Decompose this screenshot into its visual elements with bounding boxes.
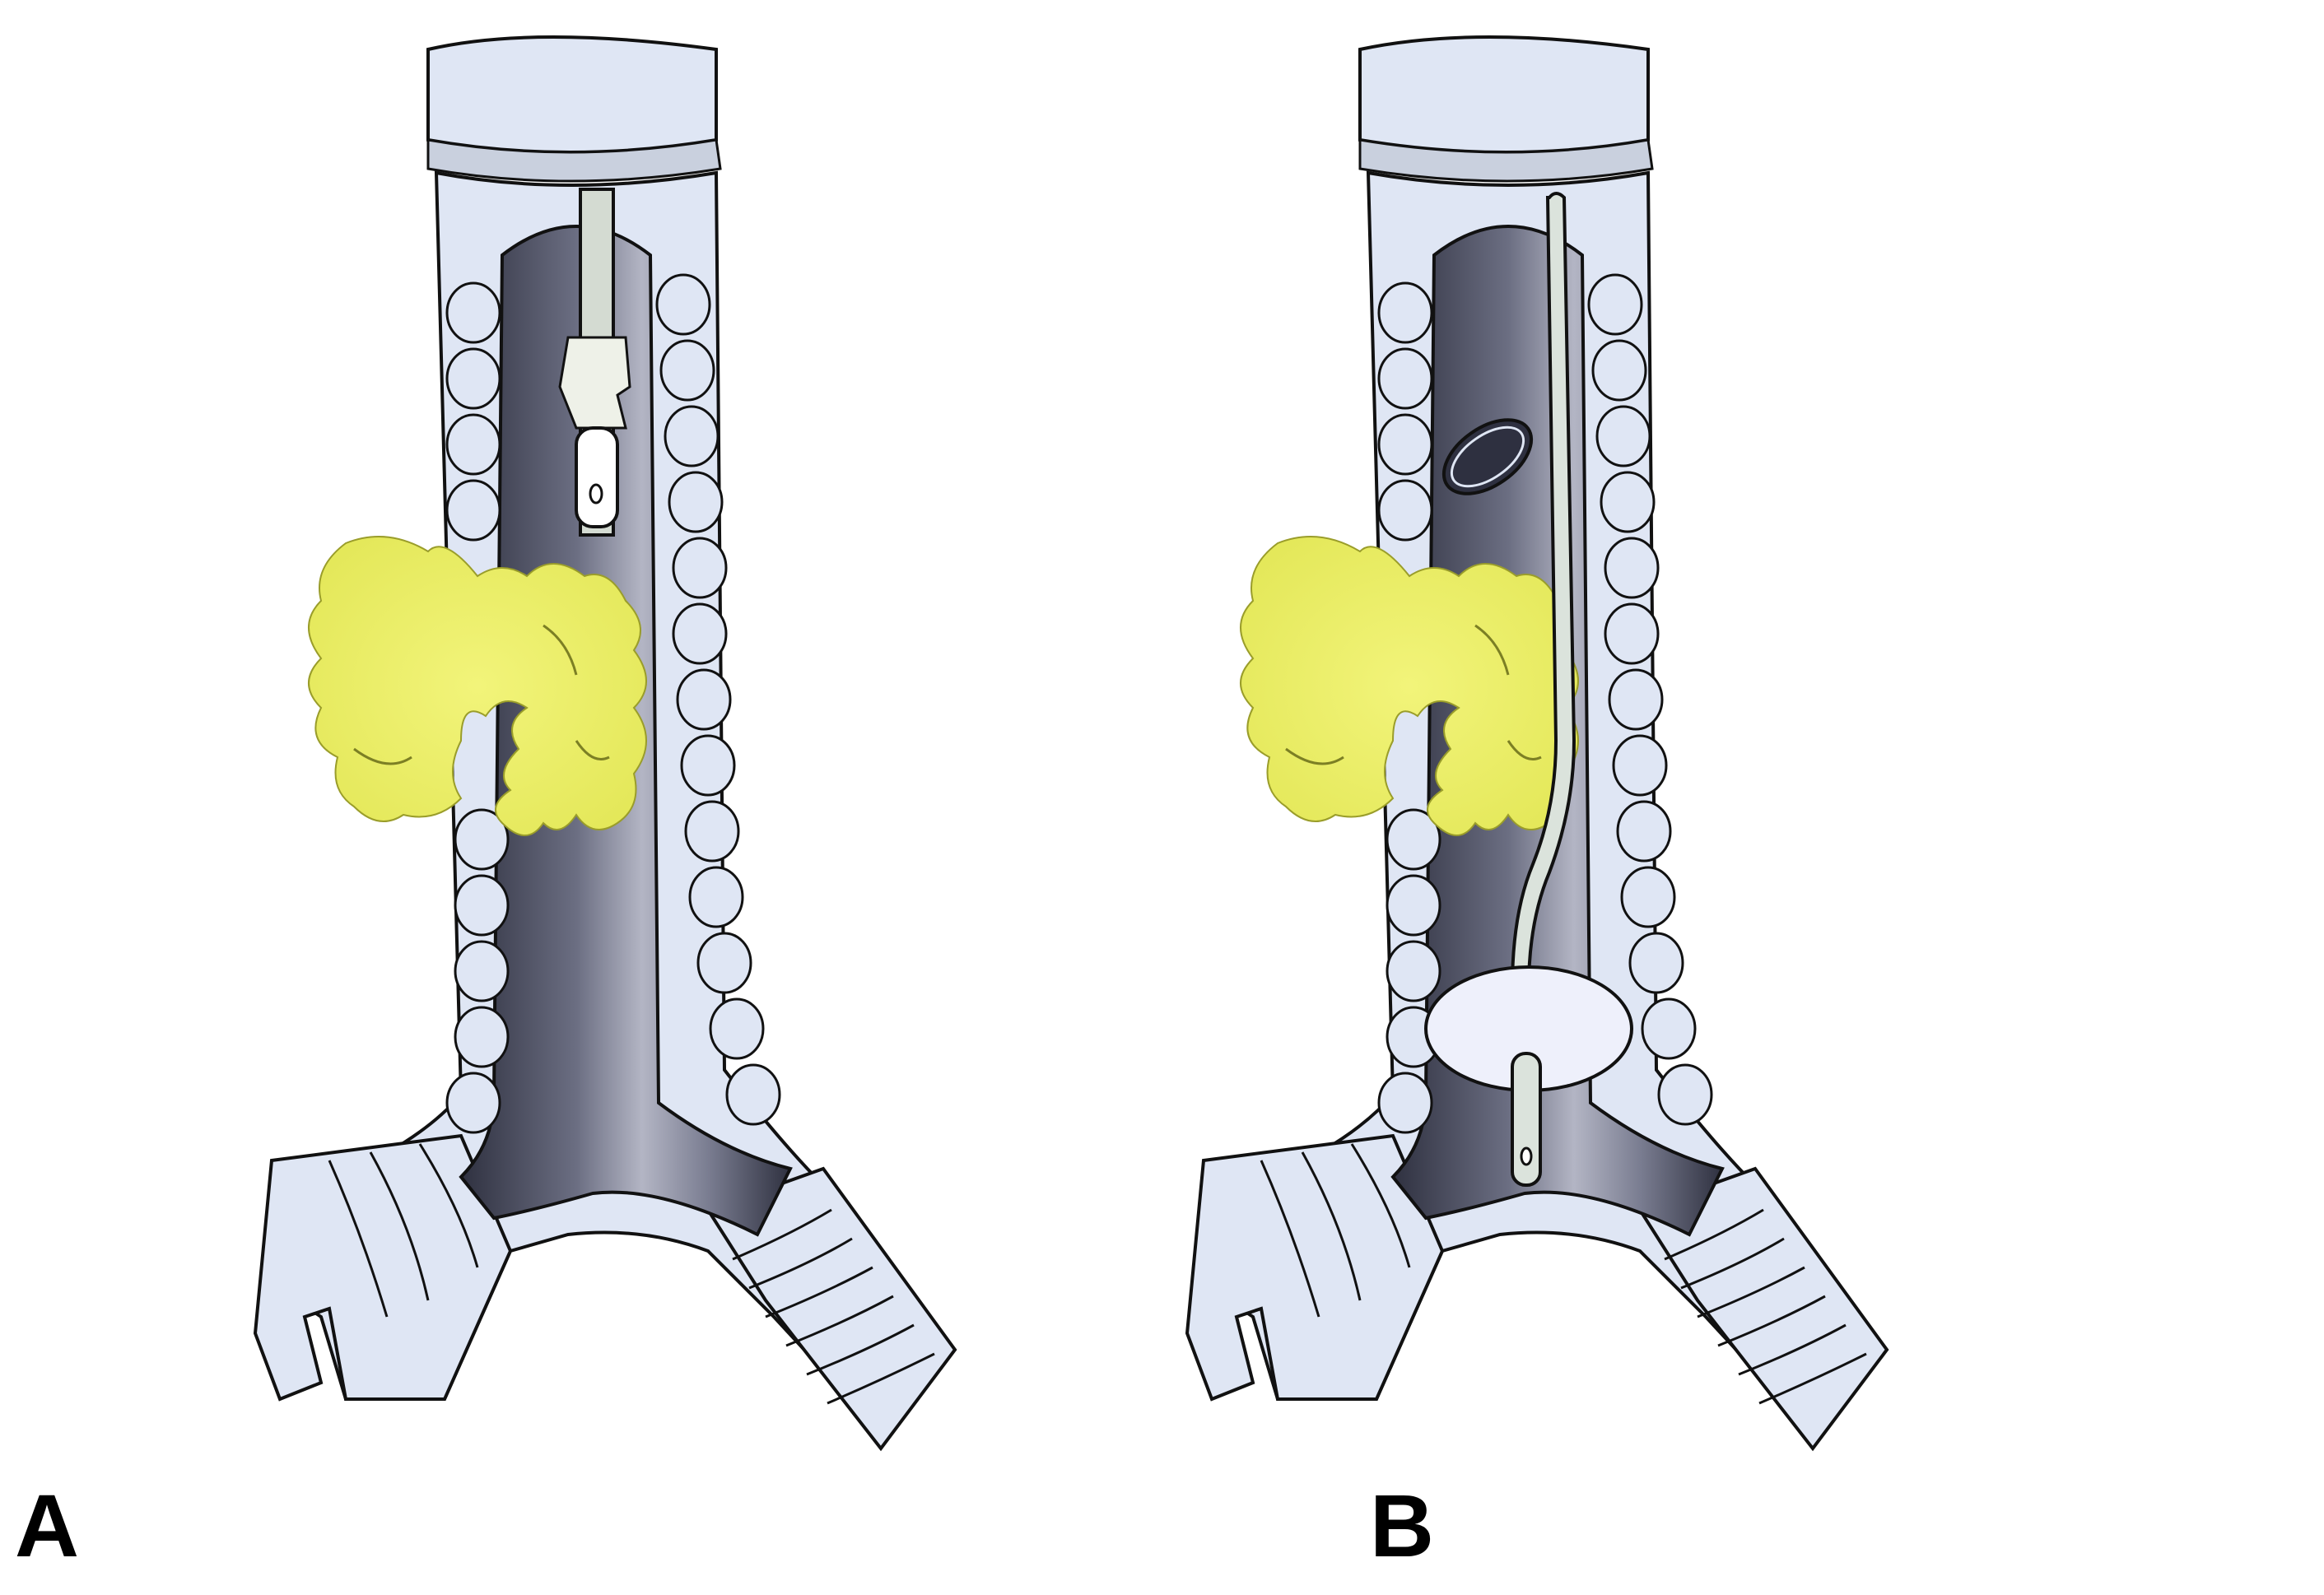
panel-b: B [1162,0,2324,1595]
right-ring-bumps [655,273,781,1126]
tracheal-ring-top-2 [426,138,722,183]
tube-opening-icon [1441,418,1534,495]
panel-a: A [15,35,957,1575]
tracheal-ring-top-2 [1358,138,1654,183]
panel-a-illustration [253,35,957,1452]
stent-tube-icon [558,188,631,537]
tumor-shading [353,624,610,765]
tracheal-ring-top [426,35,718,154]
right-ring-bumps [1587,273,1713,1126]
left-ring-bumps [445,281,510,1134]
left-bronchus-rings [328,1143,479,1318]
tumor-mass-icon [308,536,647,836]
panel-b-illustration [1185,35,1889,1452]
catheter-tip [1511,1052,1542,1187]
left-ring-bumps [1377,281,1441,1134]
right-bronchus-rings [732,1208,935,1405]
tracheal-ring-top [1358,35,1650,154]
tumor-shading [1285,624,1542,765]
tumor-mass-icon [1240,536,1579,836]
left-bronchus-rings [1260,1143,1411,1318]
right-bronchus-rings [1664,1208,1867,1405]
panel-label-a: A [15,1476,79,1575]
catheter-tip-hole [1520,1146,1533,1166]
panel-label-b: B [1370,1476,1434,1575]
